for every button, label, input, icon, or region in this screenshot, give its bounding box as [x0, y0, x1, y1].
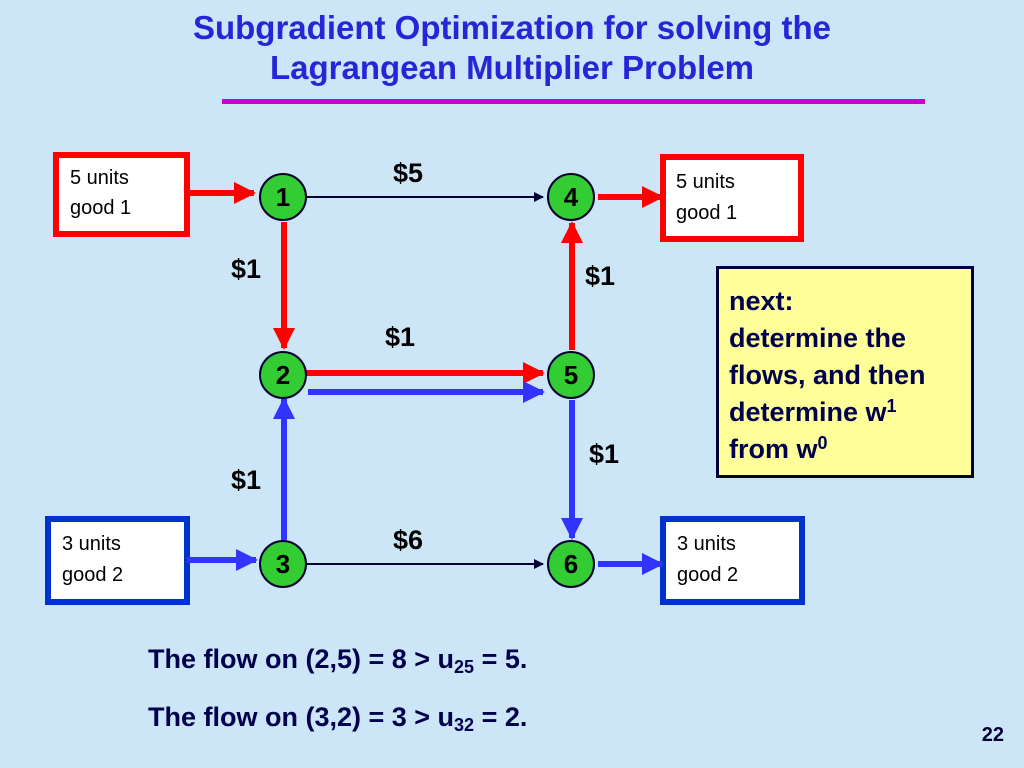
note-line-1: next: — [729, 286, 794, 316]
node-5: 5 — [547, 351, 595, 399]
sink-good1-box: 5 units good 1 — [660, 154, 804, 242]
node-6: 6 — [547, 540, 595, 588]
node-2: 2 — [259, 351, 307, 399]
next-step-note: next: determine the flows, and then dete… — [716, 266, 974, 478]
note-line-5-sup: 0 — [817, 433, 828, 453]
node-6-label: 6 — [564, 549, 578, 579]
cost-label-1-4: $5 — [393, 158, 423, 188]
statement-2-prefix: The flow on (3,2) = 3 > u — [148, 702, 455, 732]
source-good2-line2: good 2 — [62, 564, 123, 586]
node-1: 1 — [259, 173, 307, 221]
cost-label-5-4: $1 — [585, 261, 615, 291]
statement-2-suffix: = 2. — [474, 702, 528, 732]
flow-statement-2-5: The flow on (2,5) = 8 > u25 = 5. — [148, 644, 528, 677]
sink-good1-line2: good 1 — [676, 202, 737, 224]
note-line-4-text: determine w — [729, 397, 887, 427]
note-line-4: determine w1 — [729, 394, 971, 431]
slide-title: Subgradient Optimization for solving the… — [0, 8, 1024, 88]
node-4-label: 4 — [564, 182, 579, 212]
note-line-5: from w0 — [729, 431, 971, 468]
sink-good2-line2: good 2 — [677, 564, 738, 586]
statement-2-sub: 32 — [454, 715, 475, 735]
flow-statement-3-2: The flow on (3,2) = 3 > u32 = 2. — [148, 702, 528, 735]
title-line-1: Subgradient Optimization for solving the — [192, 9, 831, 46]
node-3: 3 — [259, 540, 307, 588]
cost-label-1-2: $1 — [231, 254, 261, 284]
note-line-3: flows, and then — [729, 360, 926, 390]
cost-label-3-6: $6 — [393, 525, 423, 555]
sink-good1-line1: 5 units — [676, 171, 735, 193]
statement-1-prefix: The flow on (2,5) = 8 > u — [148, 644, 455, 674]
note-line-5-text: from w — [729, 434, 818, 464]
note-line-4-sup: 1 — [886, 396, 897, 416]
node-3-label: 3 — [276, 549, 290, 579]
node-4: 4 — [547, 173, 595, 221]
source-good1-line1: 5 units — [70, 167, 129, 189]
node-1-label: 1 — [276, 182, 290, 212]
source-good2-line1: 3 units — [62, 533, 121, 555]
title-underline — [222, 99, 925, 104]
source-good2-box: 3 units good 2 — [45, 516, 190, 605]
page-number: 22 — [981, 724, 1004, 746]
sink-good2-box: 3 units good 2 — [660, 516, 805, 605]
node-2-label: 2 — [276, 360, 290, 390]
source-good1-box: 5 units good 1 — [53, 152, 190, 237]
cost-label-2-5: $1 — [385, 322, 415, 352]
title-line-2: Lagrangean Multiplier Problem — [269, 49, 755, 86]
statement-1-suffix: = 5. — [474, 644, 528, 674]
node-5-label: 5 — [564, 360, 578, 390]
note-line-2: determine the — [729, 323, 907, 353]
sink-good2-line1: 3 units — [677, 533, 736, 555]
statement-1-sub: 25 — [454, 657, 475, 677]
source-good1-line2: good 1 — [70, 197, 131, 219]
cost-label-5-6: $1 — [589, 439, 619, 469]
cost-label-3-2: $1 — [231, 465, 261, 495]
